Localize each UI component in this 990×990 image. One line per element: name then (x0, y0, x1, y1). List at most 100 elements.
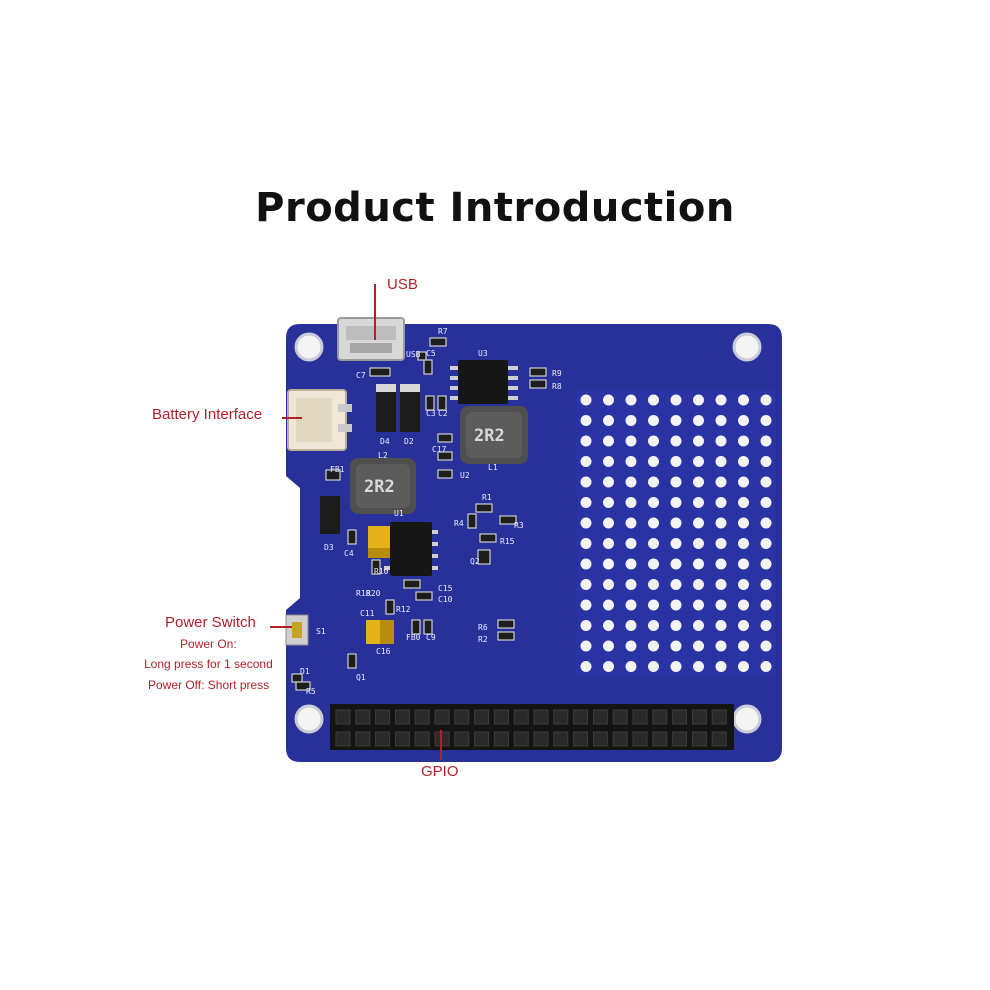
silk-fb1: FB1 (330, 465, 345, 474)
proto-hole (715, 394, 727, 406)
silk-c9: C9 (426, 633, 436, 642)
silk-r8: R8 (552, 382, 562, 391)
smd-part (529, 379, 547, 389)
gpio-pin (652, 731, 668, 747)
proto-hole (603, 415, 614, 426)
gpio-pin (672, 709, 688, 725)
silk-l1: L1 (488, 463, 498, 472)
proto-hole (648, 394, 659, 406)
proto-hole (625, 415, 637, 426)
gpio-pin (711, 731, 727, 747)
silk-l2: L2 (378, 451, 388, 460)
silk-c10: C10 (438, 595, 453, 604)
silk-d2: D2 (404, 437, 414, 446)
proto-hole (693, 599, 704, 611)
smd-part (479, 533, 497, 543)
proto-hole (738, 661, 749, 672)
gpio-pin (394, 709, 410, 725)
proto-hole (580, 558, 592, 570)
proto-hole (715, 497, 727, 508)
proto-hole (738, 538, 749, 549)
proto-hole (738, 599, 749, 611)
proto-hole (580, 599, 592, 611)
silk-r18: R18 (356, 589, 371, 598)
inductor-marking-l2: 2R2 (364, 477, 395, 497)
proto-hole (603, 456, 614, 467)
silk-r5: R5 (306, 687, 316, 696)
proto-hole (715, 558, 727, 570)
proto-hole (693, 476, 704, 488)
proto-hole (670, 558, 682, 570)
proto-hole (693, 558, 704, 570)
proto-hole (648, 476, 659, 488)
silk-c2: C2 (438, 409, 448, 418)
smd-part (417, 351, 427, 361)
proto-hole (603, 394, 614, 406)
proto-hole (715, 599, 727, 611)
silk-c4: C4 (344, 549, 354, 558)
gpio-pin (355, 731, 371, 747)
proto-hole (580, 620, 592, 631)
silk-r4: R4 (454, 519, 464, 528)
long-press-note: Long press for 1 second (144, 657, 273, 671)
proto-hole (580, 579, 592, 590)
smd-part (425, 395, 435, 411)
proto-hole (693, 497, 704, 508)
proto-hole (760, 538, 772, 549)
proto-hole (580, 435, 592, 447)
battery-connector (287, 389, 352, 451)
proto-hole (693, 517, 704, 529)
proto-hole (738, 497, 749, 508)
gpio-pin (592, 709, 608, 725)
smd-part (347, 529, 357, 545)
proto-hole (603, 579, 614, 590)
gpio-pin (434, 731, 450, 747)
proto-hole (715, 620, 727, 631)
proto-hole (580, 415, 592, 426)
proto-hole (670, 415, 682, 426)
silk-c17: C17 (432, 445, 447, 454)
u3-chip (450, 360, 518, 404)
proto-hole (670, 394, 682, 406)
smd-part (423, 359, 433, 375)
proto-hole (603, 497, 614, 508)
gpio-pin (592, 731, 608, 747)
smd-part (497, 631, 515, 641)
u1-chip (384, 522, 438, 576)
proto-hole (625, 435, 637, 447)
smd-part (423, 619, 433, 635)
silk-q1: Q1 (356, 673, 366, 682)
proto-hole (760, 456, 772, 467)
gpio-pin (573, 709, 589, 725)
proto-hole (693, 456, 704, 467)
silk-r7: R7 (438, 327, 448, 336)
proto-hole (648, 517, 659, 529)
proto-hole (603, 435, 614, 447)
proto-hole (625, 497, 637, 508)
inductor-marking-l1: 2R2 (474, 426, 505, 446)
usb-callout: USB (387, 276, 418, 293)
proto-hole (603, 538, 614, 549)
proto-hole (760, 599, 772, 611)
proto-hole (760, 558, 772, 570)
gpio-pin (533, 731, 549, 747)
proto-hole (693, 394, 704, 406)
gpio-pin (335, 731, 351, 747)
proto-hole (693, 620, 704, 631)
proto-hole (625, 661, 637, 672)
proto-hole (603, 599, 614, 611)
silk-r9: R9 (552, 369, 562, 378)
proto-hole (693, 640, 704, 652)
page-title: Product Introduction (255, 185, 735, 231)
proto-hole (648, 558, 659, 570)
inductor-l1 (460, 406, 528, 464)
silk-d3: D3 (324, 543, 334, 552)
gpio-pin (474, 731, 490, 747)
gpio-pin (375, 709, 391, 725)
silk-r10: R10 (374, 567, 389, 576)
proto-hole (738, 620, 749, 631)
proto-hole (715, 476, 727, 488)
battery-interface-callout: Battery Interface (152, 406, 263, 423)
proto-hole (580, 538, 592, 549)
gpio-pin (711, 709, 727, 725)
